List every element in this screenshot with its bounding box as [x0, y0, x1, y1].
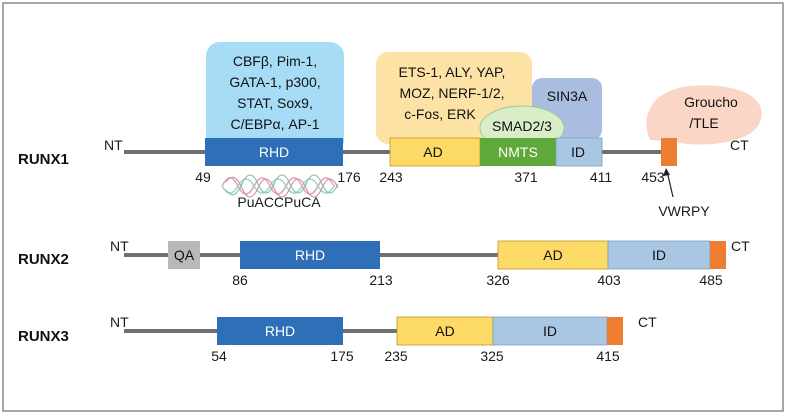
runx1-pos-4: 371	[514, 169, 538, 185]
runx3-pos-4: 325	[480, 348, 504, 364]
runx2-ad-domain	[497, 240, 609, 270]
runx2-pos-4: 403	[597, 272, 621, 288]
runx1-row: CBFβ, Pim-1, GATA-1, p300, STAT, Sox9, C…	[18, 42, 762, 219]
runx3-id-label: ID	[543, 323, 557, 339]
dna-motif-label: PuACCPuCA	[237, 194, 321, 210]
runx3-ad-label: AD	[435, 323, 454, 339]
runx3-pos-1: 54	[211, 348, 227, 364]
runx1-nmts-label: NMTS	[498, 144, 538, 160]
runx3-name: RUNX3	[18, 328, 69, 345]
runx2-name: RUNX2	[18, 251, 69, 268]
core-binder-line-1: CBFβ, Pim-1,	[233, 53, 317, 69]
runx3-pos-3: 235	[384, 348, 408, 364]
runx2-qa-domain	[168, 241, 200, 269]
runx3-rhd-domain	[217, 317, 343, 345]
core-binder-line-3: STAT, Sox9,	[237, 95, 313, 111]
runx1-rhd-domain	[205, 138, 343, 166]
runx2-ct-domain	[710, 241, 726, 269]
ad-binder-line-3: c-Fos, ERK	[404, 106, 476, 122]
runx3-rhd-label: RHD	[265, 323, 295, 339]
runx2-rhd-label: RHD	[295, 247, 325, 263]
runx2-row: QA RHD AD ID NT CT RUNX2 86 213 326 403 …	[18, 238, 750, 288]
sin3a-binder-label: SIN3A	[547, 88, 588, 104]
runx1-pos-1: 49	[195, 169, 211, 185]
ad-binder-line-2: MOZ, NERF-1/2,	[399, 85, 504, 101]
runx1-id-label: ID	[571, 144, 585, 160]
runx2-ct-label: CT	[731, 238, 750, 254]
runx1-ad-label: AD	[423, 144, 442, 160]
ad-binder-line-1: ETS-1, ALY, YAP,	[399, 64, 506, 80]
core-binder-bubble	[206, 42, 344, 154]
runx2-pos-5: 485	[699, 272, 723, 288]
core-binder-line-2: GATA-1, p300,	[229, 74, 320, 90]
runx3-ct-label: CT	[638, 314, 657, 330]
runx1-ad-domain	[389, 137, 481, 167]
runx1-pos-3: 243	[379, 169, 403, 185]
runx1-nt-label: NT	[104, 137, 123, 153]
runx3-id-domain	[492, 316, 608, 346]
dna-helix-icon	[221, 174, 339, 198]
runx2-qa-label: QA	[174, 247, 195, 263]
smad-binder-label: SMAD2/3	[492, 118, 552, 134]
groucho-binder-line-1: Groucho	[684, 94, 738, 110]
runx1-pos-2: 176	[337, 169, 361, 185]
runx2-pos-3: 326	[486, 272, 510, 288]
runx1-pos-5: 411	[590, 169, 613, 185]
runx3-row: RHD AD ID NT CT RUNX3 54 175 235 325 415	[18, 314, 657, 364]
runx1-pos-6: 453	[641, 169, 665, 185]
runx1-rhd-label: RHD	[259, 144, 289, 160]
runx1-ct-domain	[661, 138, 677, 166]
vwrpy-arrowhead-icon	[663, 168, 670, 176]
runx3-pos-5: 415	[596, 348, 620, 364]
runx1-nmts-domain	[480, 138, 556, 166]
runx3-nt-label: NT	[110, 314, 129, 330]
runx2-pos-2: 213	[369, 272, 393, 288]
groucho-binder-bubble	[646, 85, 762, 145]
runx1-id-domain	[555, 137, 603, 167]
runx3-ct-domain	[607, 317, 623, 345]
runx2-id-label: ID	[652, 247, 666, 263]
runx3-ad-domain	[396, 316, 494, 346]
runx1-ct-label: CT	[730, 137, 749, 153]
runx2-ad-label: AD	[543, 247, 562, 263]
runx2-rhd-domain	[240, 241, 380, 269]
groucho-binder-line-2: /TLE	[689, 115, 719, 131]
runx3-pos-2: 175	[330, 348, 354, 364]
core-binder-line-4: C/EBPα, AP-1	[230, 116, 319, 132]
runx1-name: RUNX1	[18, 151, 69, 168]
runx2-nt-label: NT	[110, 238, 129, 254]
vwrpy-label: VWRPY	[658, 203, 710, 219]
vwrpy-arrow	[666, 170, 674, 198]
runx2-pos-1: 86	[232, 272, 248, 288]
